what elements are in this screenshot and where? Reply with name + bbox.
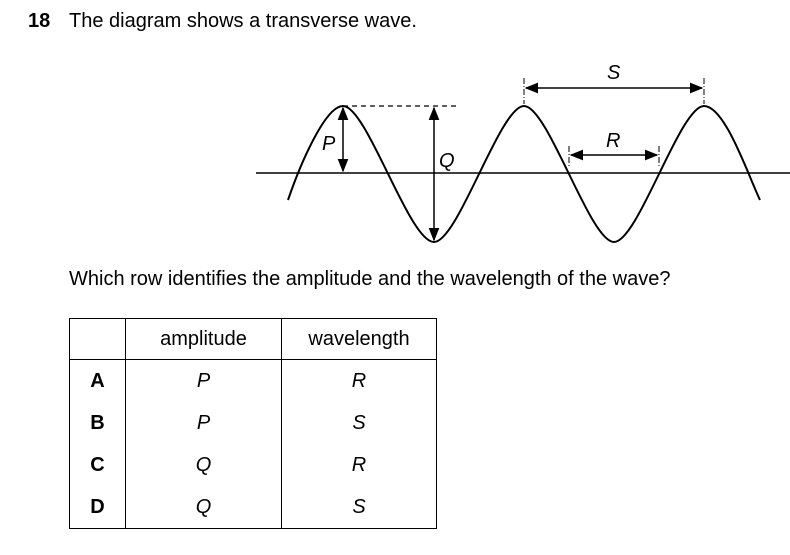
header-wavelength: wavelength	[281, 318, 437, 360]
wave-curve	[287, 104, 761, 244]
table-row: C Q R	[69, 444, 437, 486]
header-amplitude: amplitude	[125, 318, 282, 360]
header-blank	[69, 318, 126, 360]
wave-diagram: P Q R S	[256, 62, 790, 244]
table-row: D Q S	[69, 486, 437, 529]
question-number: 18	[28, 10, 51, 32]
option-letter: D	[69, 486, 126, 529]
option-wavelength: R	[281, 444, 437, 486]
label-s: S	[607, 62, 621, 84]
option-amplitude: P	[125, 359, 282, 402]
label-q: Q	[439, 150, 455, 172]
option-wavelength: R	[281, 359, 437, 402]
label-r: R	[606, 130, 620, 152]
option-letter: B	[69, 402, 126, 444]
option-amplitude: P	[125, 402, 282, 444]
option-amplitude: Q	[125, 444, 282, 486]
option-letter: A	[69, 359, 126, 402]
table-row: B P S	[69, 402, 437, 444]
option-wavelength: S	[281, 486, 437, 529]
table-row: A P R	[69, 359, 437, 402]
label-p: P	[322, 133, 336, 155]
question-prompt: Which row identifies the amplitude and t…	[69, 268, 671, 290]
option-amplitude: Q	[125, 486, 282, 529]
option-wavelength: S	[281, 402, 437, 444]
option-letter: C	[69, 444, 126, 486]
table-header-row: amplitude wavelength	[69, 318, 437, 360]
answer-table: amplitude wavelength A P R B P S C Q R D…	[69, 318, 437, 529]
question-stem: The diagram shows a transverse wave.	[69, 10, 417, 32]
